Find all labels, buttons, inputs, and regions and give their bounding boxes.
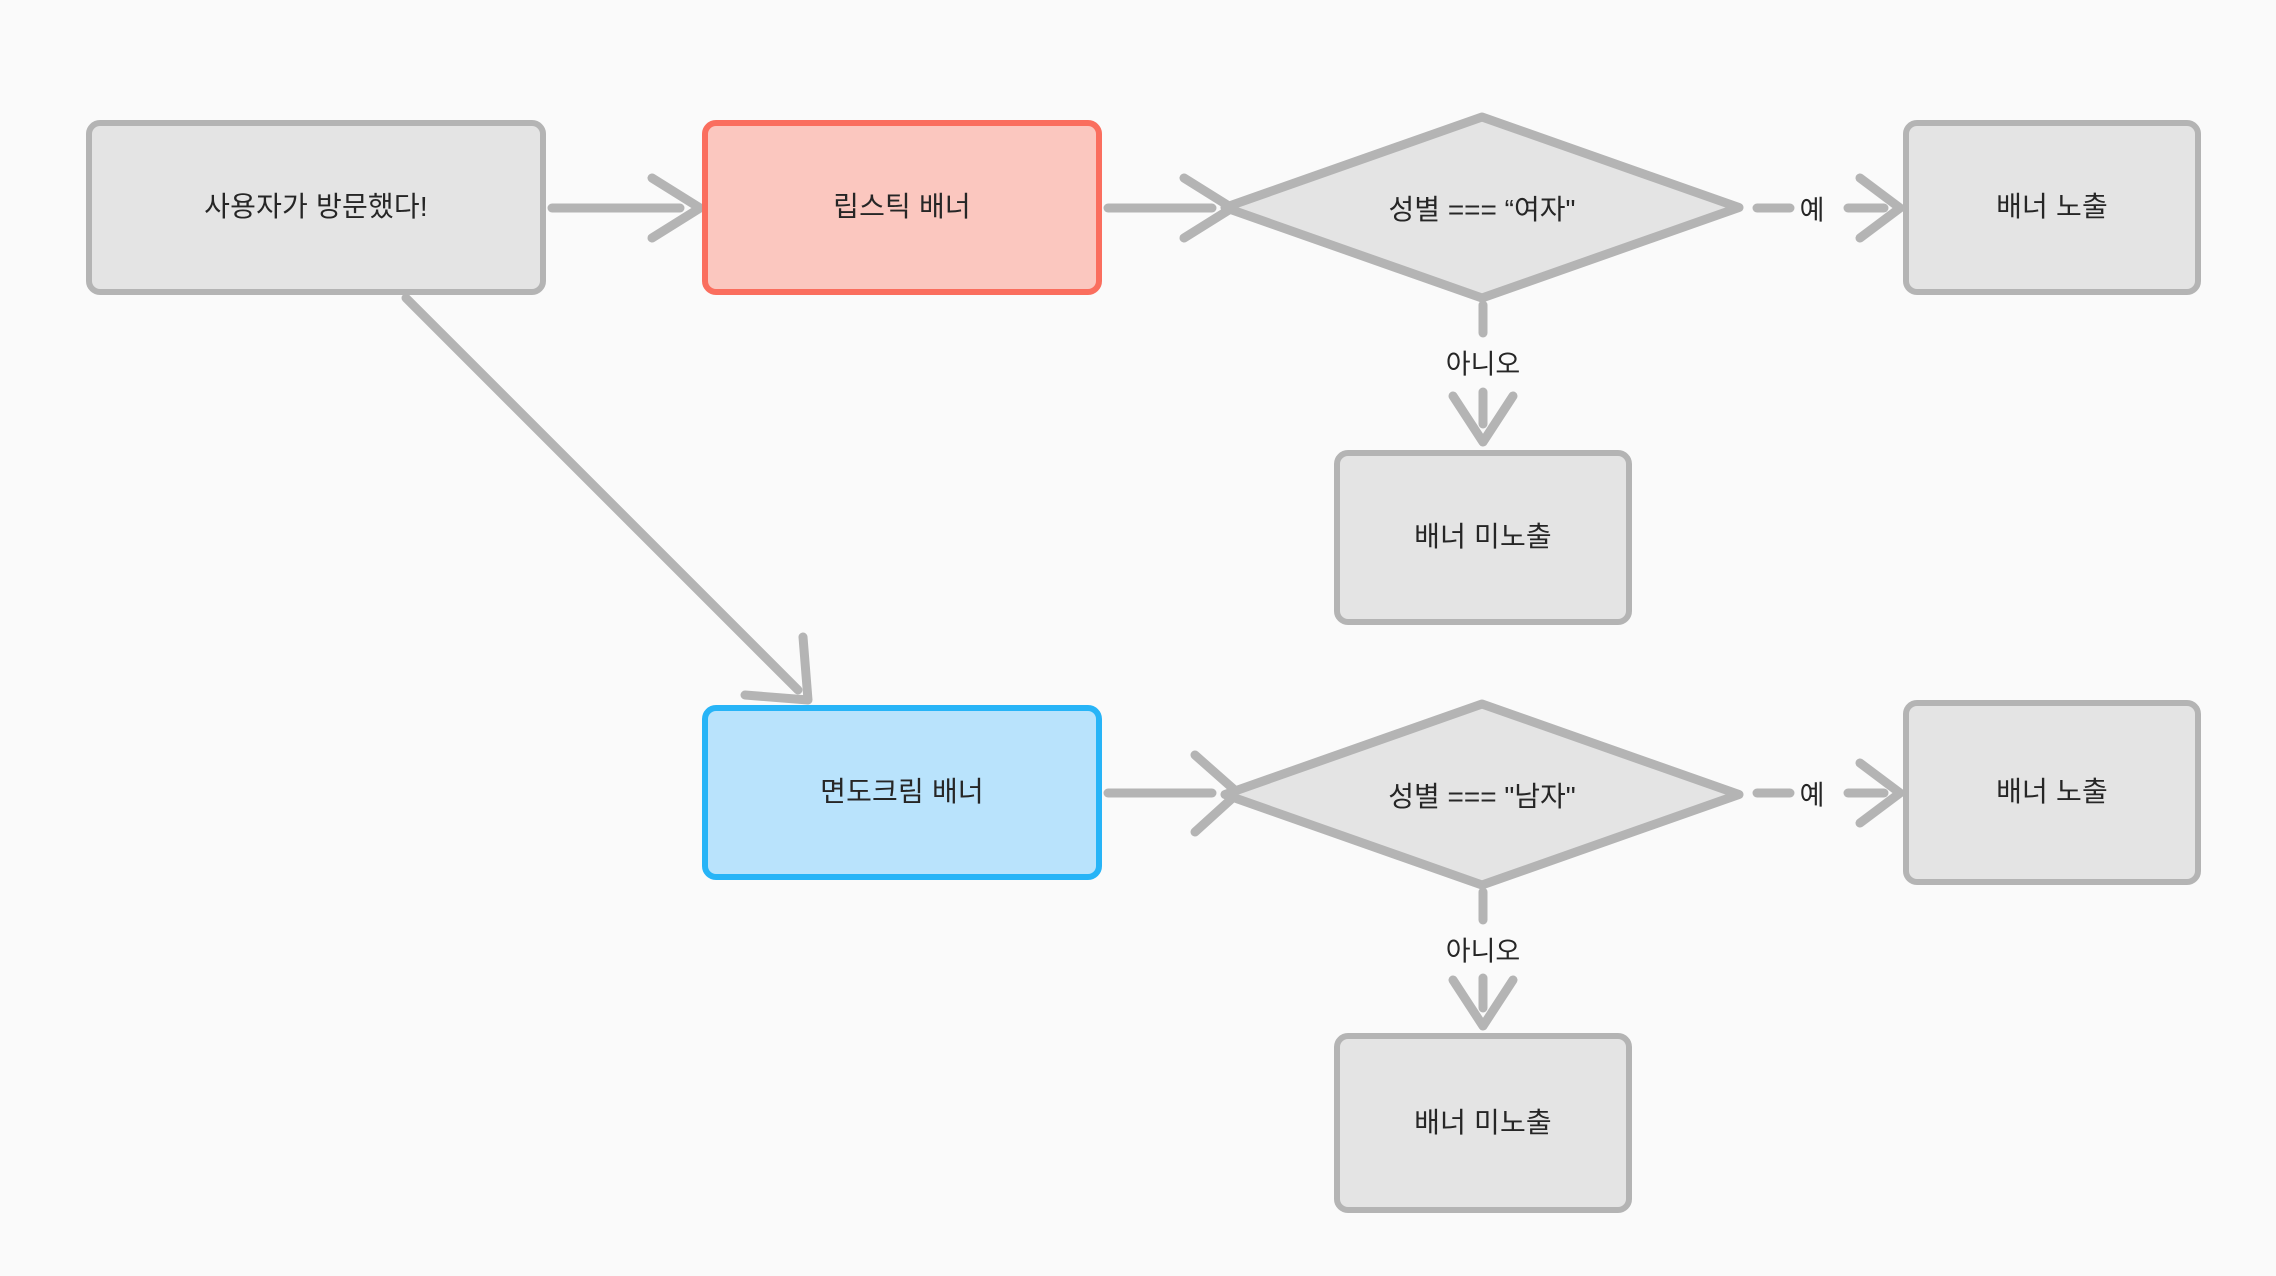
edge-arrowhead-hide-bottom <box>1448 975 1518 1031</box>
edge-arrowhead-show-top <box>1855 173 1905 243</box>
edge-arrowhead-shaving <box>740 632 813 705</box>
node-label: 성별 === "남자" <box>1388 780 1576 812</box>
edge-label-no-top: 아니오 <box>1445 349 1521 380</box>
node-hide-banner-top[interactable]: 배너 미노출 <box>1334 450 1632 625</box>
node-hide-banner-bottom[interactable]: 배너 미노출 <box>1334 1033 1632 1213</box>
edge-label-yes-bottom: 예 <box>1799 780 1825 811</box>
diamond-shape <box>1218 697 1746 892</box>
node-show-banner-top[interactable]: 배너 노출 <box>1903 120 2201 295</box>
node-show-banner-bottom[interactable]: 배너 노출 <box>1903 700 2201 885</box>
edge-visit-to-shaving <box>401 293 803 695</box>
node-label: 립스틱 배너 <box>833 191 971 223</box>
diamond-shape <box>1218 110 1746 305</box>
node-label: 배너 미노출 <box>1414 521 1552 553</box>
edge-label-yes-top: 예 <box>1799 195 1825 226</box>
edge-arrowhead-hide-top <box>1448 391 1518 447</box>
edge-arrowhead-show-bottom <box>1855 758 1905 828</box>
node-condition-male[interactable]: 성별 === "남자" <box>1218 697 1746 892</box>
edge-label-no-bottom: 아니오 <box>1445 936 1521 967</box>
node-lipstick-banner[interactable]: 립스틱 배너 <box>702 120 1102 295</box>
node-user-visited[interactable]: 사용자가 방문했다! <box>86 120 546 295</box>
node-label: 배너 노출 <box>1996 191 2108 223</box>
node-shaving-cream-banner[interactable]: 면도크림 배너 <box>702 705 1102 880</box>
node-label: 사용자가 방문했다! <box>204 191 428 223</box>
node-label: 면도크림 배너 <box>820 776 984 808</box>
edge-arrowhead-lipstick <box>647 173 705 243</box>
node-label: 성별 === “여자" <box>1388 193 1576 225</box>
node-label: 배너 노출 <box>1996 776 2108 808</box>
node-label: 배너 미노출 <box>1414 1106 1552 1138</box>
node-condition-female[interactable]: 성별 === “여자" <box>1218 110 1746 305</box>
